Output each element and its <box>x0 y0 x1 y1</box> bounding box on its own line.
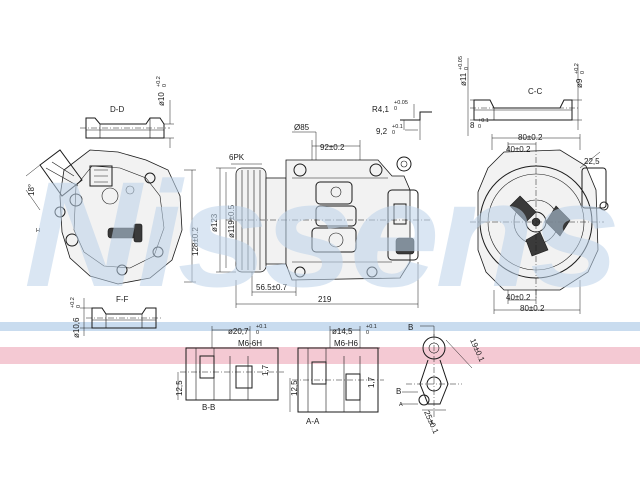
section-ff: F-F ø10,6 +0.2 0 <box>70 295 162 338</box>
dim-w25: 25±0.1 <box>422 409 440 435</box>
port-detail: B 19±0.1 B A A 25±0.1 <box>396 323 487 436</box>
label-dd: D-D <box>110 105 124 114</box>
dim-r41-tol: +0.05 <box>394 100 408 106</box>
label-h-left: H <box>36 228 40 234</box>
dim-d145-tol2: 0 <box>366 330 369 336</box>
dim-d207-tol2: 0 <box>256 330 259 336</box>
section-bb: ø20,7 +0.1 0 M6-6H 12,5 1,7 B-B <box>175 324 284 412</box>
detail-r41: R4,1 +0.05 0 9,2 +0.1 0 <box>372 100 432 140</box>
dim-r41-tol2: 0 <box>394 106 397 112</box>
dim-m6a: M6-6H <box>238 339 262 348</box>
dim-r225: 22,5 <box>584 157 600 166</box>
dim-w80b: 80±0.2 <box>520 304 545 313</box>
dim-d9-tol: +0.2 <box>574 63 580 74</box>
section-dd: D-D ø10 +0.2 0 <box>80 76 174 148</box>
dim-d207: ø20,7 <box>228 327 249 336</box>
section-mark-a2: A <box>430 421 434 427</box>
compressor-rear-view: 40±0.2 80±0.2 22,5 40±0.2 80±0.2 <box>470 133 609 314</box>
label-ff: F-F <box>116 295 129 304</box>
dim-h125b: 12,5 <box>290 380 299 396</box>
dim-h125a: 12,5 <box>175 380 184 396</box>
dim-w40b: 40±0.2 <box>506 293 531 302</box>
section-mark-b2: B <box>396 387 401 396</box>
dim-w8-tol: +0.1 <box>478 118 489 124</box>
dim-w8: 8 <box>470 121 475 130</box>
dim-ang18: 18° <box>27 184 36 196</box>
dim-d123: ø123 <box>210 213 219 232</box>
dim-h17a: 1,7 <box>261 364 270 376</box>
compressor-front-view: 6PK ø123 ø119±0.5 56.5±0.7 219 Ø85 92±0.… <box>210 123 430 308</box>
dim-w40a: 40±0.2 <box>506 145 531 154</box>
label-cc: C-C <box>528 87 542 96</box>
label-aa: A-A <box>306 417 320 426</box>
dim-w8-tol2: 0 <box>478 124 481 130</box>
section-mark-b: B <box>408 323 413 332</box>
dim-w80a: 80±0.2 <box>518 133 543 142</box>
dim-d11-tol2: 0 <box>464 67 470 70</box>
dim-d106: ø10,6 <box>72 317 81 338</box>
dim-w565: 56.5±0.7 <box>256 283 288 292</box>
dim-r41: R4,1 <box>372 105 389 114</box>
compressor-left-view: 18° H 128±0.2 <box>25 149 200 285</box>
dim-d119: ø119±0.5 <box>227 204 236 238</box>
pink-band <box>0 347 640 364</box>
dim-d10-top: ø10 <box>157 92 166 106</box>
dim-d207-tol: +0.1 <box>256 324 267 330</box>
dim-w92: 92±0.2 <box>320 143 345 152</box>
dim-d85: Ø85 <box>294 123 310 132</box>
dim-d9-tol2: 0 <box>580 71 586 74</box>
section-aa: ø14,5 +0.1 0 M6-H6 12,5 1,7 A-A <box>289 324 384 426</box>
dim-h17b: 1,7 <box>367 376 376 388</box>
label-bb: B-B <box>202 403 215 412</box>
dim-w92b: 9,2 <box>376 127 388 136</box>
section-mark-a1: A <box>399 402 403 408</box>
dim-d106-tol2: 0 <box>76 305 82 308</box>
dim-w92b-tol: +0.1 <box>392 124 403 130</box>
section-cc: C-C ø11 +0.05 0 ø9 +0.2 0 8 +0.1 0 <box>458 56 586 136</box>
dim-d145: ø14,5 <box>332 327 353 336</box>
dim-d11: ø11 <box>459 72 468 86</box>
dim-d145-tol: +0.1 <box>366 324 377 330</box>
blue-band <box>0 322 640 331</box>
dim-d10-top-tol: +0.2 <box>156 76 162 87</box>
dim-d11-tol: +0.05 <box>458 56 464 70</box>
dim-d106-tol: +0.2 <box>70 297 76 308</box>
dim-d9: ø9 <box>575 78 584 88</box>
dim-w219: 219 <box>318 295 332 304</box>
dim-pk: 6PK <box>229 153 245 162</box>
dim-w92b-tol2: 0 <box>392 130 395 136</box>
watermark-logo: Nissens <box>24 150 616 318</box>
dim-h128: 128±0.2 <box>191 227 200 256</box>
dim-m6b: M6-H6 <box>334 339 359 348</box>
dim-d10-top-tol2: 0 <box>162 84 168 87</box>
